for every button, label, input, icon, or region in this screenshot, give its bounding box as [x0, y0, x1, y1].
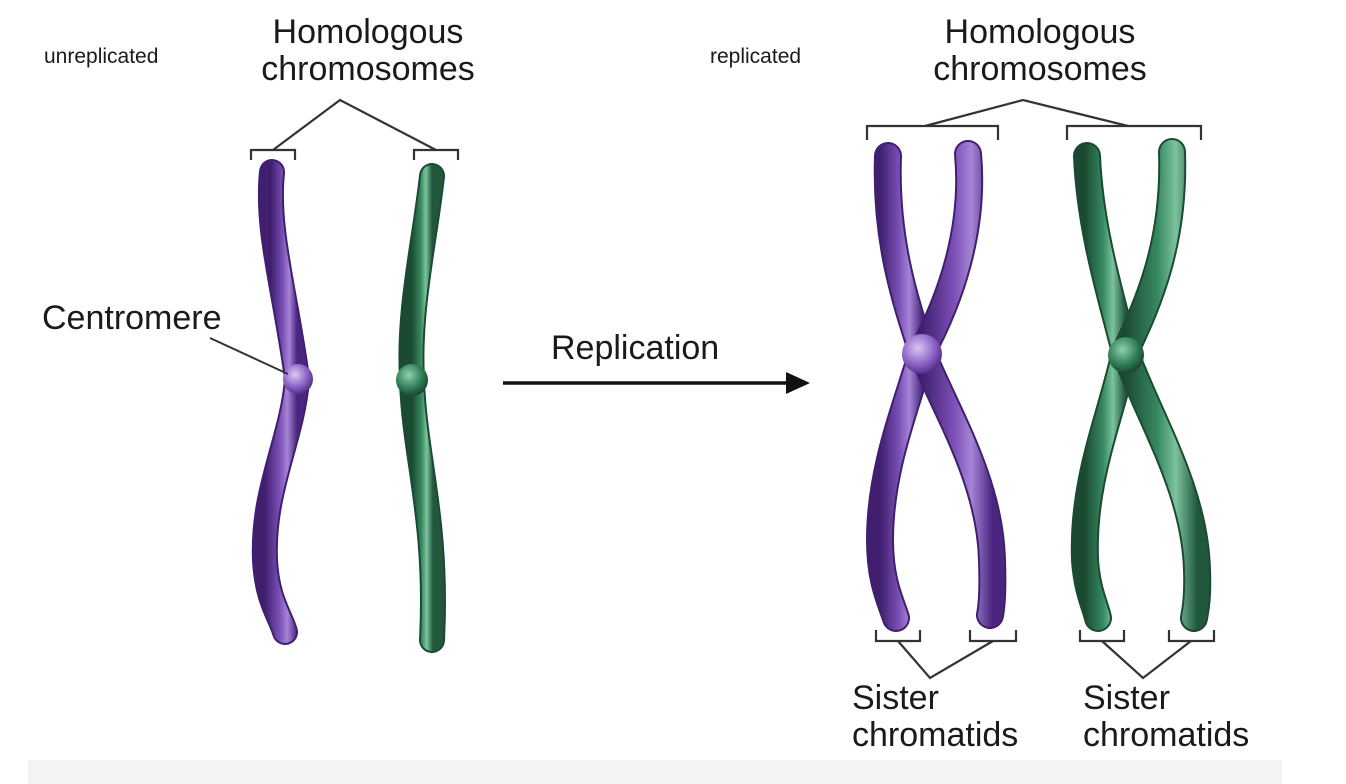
sister-right-line2: chromatids: [1083, 716, 1250, 755]
replication-label: Replication: [551, 329, 720, 367]
bottom-strip: [28, 760, 1282, 784]
centromere-green: [396, 364, 428, 396]
unreplicated-label: unreplicated: [44, 45, 159, 68]
green-chromosome-replicated: [1070, 138, 1212, 632]
centromere-purple-replicated: [902, 334, 942, 374]
sister-chromatids-right: Sister chromatids: [1083, 679, 1250, 755]
sister-chromatids-bracket-left: [874, 630, 1018, 680]
sister-right-line1: Sister: [1083, 679, 1170, 717]
green-chromosome-unreplicated: [396, 163, 446, 653]
homologous-chromosomes-right: Homologous chromosomes: [912, 13, 1168, 89]
left-homologous-bracket: [249, 98, 460, 160]
homologous-left-line1: Homologous: [272, 13, 464, 51]
centromere-pointer: [209, 337, 289, 375]
centromere-green-replicated: [1108, 337, 1144, 373]
replicated-label: replicated: [710, 45, 802, 68]
homologous-chromosomes-left: Homologous chromosomes: [240, 13, 496, 89]
right-homologous-bracket: [865, 98, 1203, 140]
homologous-left-line2: chromosomes: [261, 50, 475, 89]
sister-chromatids-bracket-right: [1078, 630, 1216, 680]
centromere-label: Centromere: [42, 299, 222, 337]
sister-left-line2: chromatids: [852, 716, 1019, 755]
replication-arrow: [503, 372, 810, 394]
purple-chromosome-replicated: [865, 140, 1007, 632]
homologous-right-line1: Homologous: [944, 13, 1136, 51]
sister-left-line1: Sister: [852, 679, 939, 717]
homologous-right-line2: chromosomes: [933, 50, 1147, 89]
sister-chromatids-left: Sister chromatids: [852, 679, 1019, 755]
purple-chromosome-unreplicated: [251, 159, 313, 645]
centromere-purple: [283, 364, 313, 394]
